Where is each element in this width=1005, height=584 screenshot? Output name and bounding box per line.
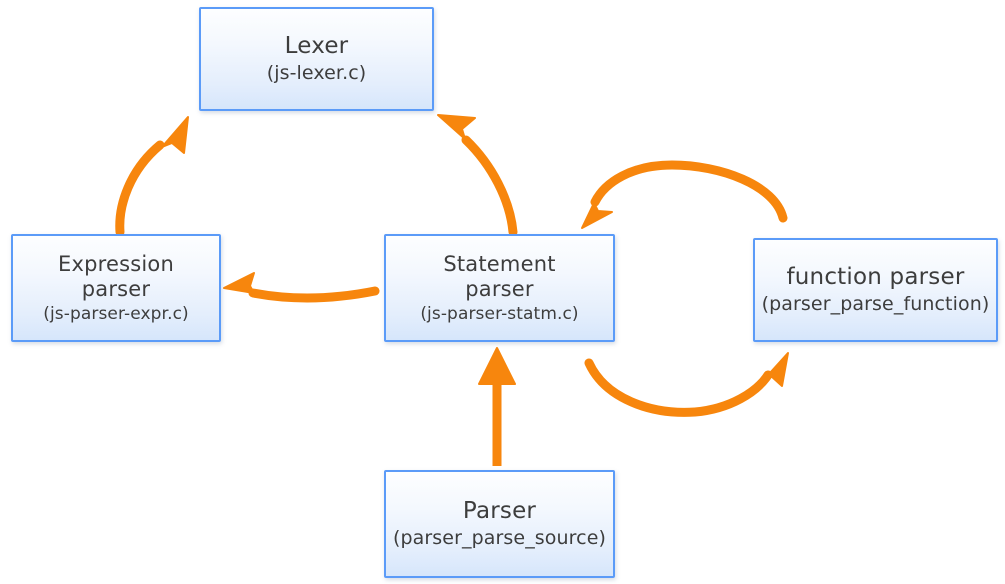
node-function-parser[interactable]: function parser (parser_parse_function) — [753, 238, 998, 342]
node-expression-parser-title-line1: Expression — [58, 252, 174, 277]
node-statement-parser-title-line2: parser — [465, 276, 534, 301]
node-statement-parser-subtitle: (js-parser-statm.c) — [420, 303, 579, 324]
node-parser-title: Parser — [462, 498, 537, 525]
node-expression-parser-subtitle: (js-parser-expr.c) — [43, 303, 189, 324]
arrow-statement-parser-to-expression-parser — [223, 272, 380, 303]
node-lexer-subtitle: (js-lexer.c) — [266, 62, 367, 85]
arrow-function-parser-to-statement-parser — [581, 160, 788, 229]
node-expression-parser[interactable]: Expression parser (js-parser-expr.c) — [11, 234, 221, 342]
node-statement-parser[interactable]: Statement parser (js-parser-statm.c) — [384, 234, 615, 342]
node-statement-parser-title-line1: Statement — [443, 252, 556, 277]
arrow-parser-to-statement-parser — [478, 347, 516, 466]
arrow-statement-parser-to-function-parser — [584, 352, 789, 417]
node-parser-subtitle: (parser_parse_source) — [392, 527, 607, 550]
node-function-parser-subtitle: (parser_parse_function) — [761, 293, 990, 316]
node-parser[interactable]: Parser (parser_parse_source) — [384, 470, 615, 578]
node-lexer-title: Lexer — [284, 33, 349, 60]
arrow-statement-parser-to-lexer — [437, 114, 518, 237]
arrow-expression-parser-to-lexer — [115, 116, 189, 237]
node-function-parser-title: function parser — [786, 264, 965, 291]
node-lexer[interactable]: Lexer (js-lexer.c) — [199, 7, 434, 111]
node-expression-parser-title-line2: parser — [81, 276, 151, 301]
